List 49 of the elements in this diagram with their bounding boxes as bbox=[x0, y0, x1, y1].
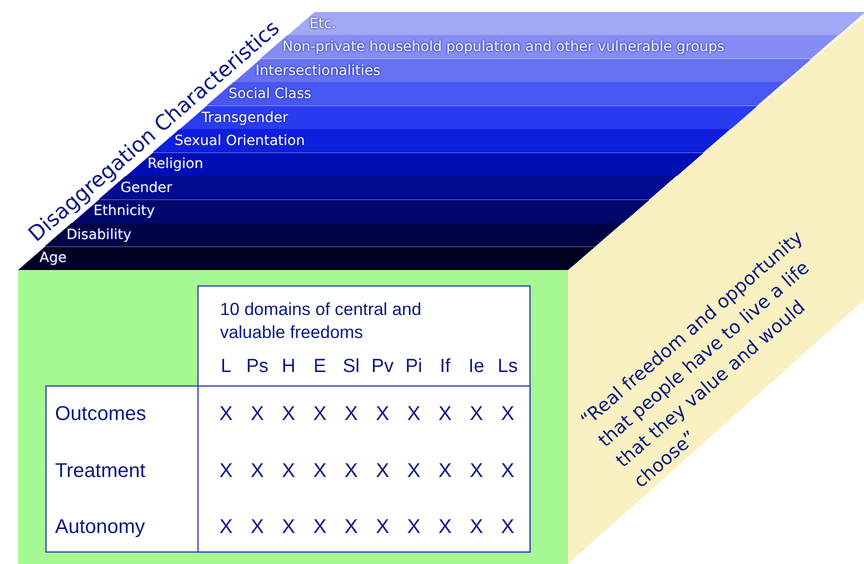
cross-mark: X bbox=[501, 516, 514, 539]
cross-mark: X bbox=[407, 460, 420, 483]
column-heading: Pv bbox=[371, 356, 394, 378]
characteristic-label: Sexual Orientation bbox=[174, 132, 305, 149]
cross-mark: X bbox=[250, 460, 264, 483]
cross-mark: X bbox=[282, 516, 296, 539]
cross-mark: X bbox=[376, 460, 390, 483]
column-heading: Ps bbox=[246, 356, 268, 378]
cross-mark: X bbox=[344, 460, 358, 483]
cross-mark: X bbox=[313, 403, 327, 426]
column-heading: Pi bbox=[405, 356, 422, 378]
cross-mark: X bbox=[250, 516, 264, 539]
column-heading: L bbox=[220, 356, 232, 378]
cross-mark: X bbox=[344, 516, 358, 539]
cross-mark: X bbox=[407, 403, 420, 426]
cross-mark: X bbox=[438, 460, 452, 483]
cross-mark: X bbox=[438, 516, 452, 539]
cross-mark: X bbox=[313, 516, 327, 539]
column-heading: E bbox=[314, 356, 326, 378]
characteristic-label: Age bbox=[40, 250, 67, 266]
cross-mark: X bbox=[250, 403, 264, 426]
column-heading: Sl bbox=[342, 356, 360, 378]
row-heading: Treatment bbox=[55, 460, 146, 483]
table-heading: 10 domains of central and valuable freedoms bbox=[220, 298, 422, 344]
cross-mark: X bbox=[376, 403, 390, 426]
cross-mark: X bbox=[313, 460, 327, 483]
column-heading: Ls bbox=[498, 356, 518, 378]
cross-mark: X bbox=[407, 516, 420, 539]
characteristic-band bbox=[288, 12, 864, 36]
cross-mark: X bbox=[219, 516, 233, 539]
cross-mark: X bbox=[376, 516, 390, 539]
column-heading: H bbox=[282, 356, 296, 378]
column-heading: If bbox=[440, 356, 450, 378]
column-heading: Ie bbox=[468, 356, 484, 378]
cross-mark: X bbox=[219, 403, 233, 426]
row-heading: Outcomes bbox=[55, 403, 146, 426]
cross-mark: X bbox=[219, 460, 233, 483]
cross-mark: X bbox=[470, 460, 484, 483]
cross-mark: X bbox=[501, 403, 514, 426]
cross-mark: X bbox=[282, 460, 296, 483]
cross-mark: X bbox=[470, 403, 484, 426]
cross-mark: X bbox=[438, 403, 452, 426]
cross-mark: X bbox=[344, 403, 358, 426]
cross-mark: X bbox=[470, 516, 484, 539]
characteristic-label: Etc. bbox=[310, 16, 336, 32]
characteristic-label: Non-private household population and other vulnerable groups bbox=[282, 39, 724, 56]
cross-mark: X bbox=[282, 403, 296, 426]
cross-mark: X bbox=[501, 460, 514, 483]
row-heading: Autonomy bbox=[55, 516, 146, 539]
